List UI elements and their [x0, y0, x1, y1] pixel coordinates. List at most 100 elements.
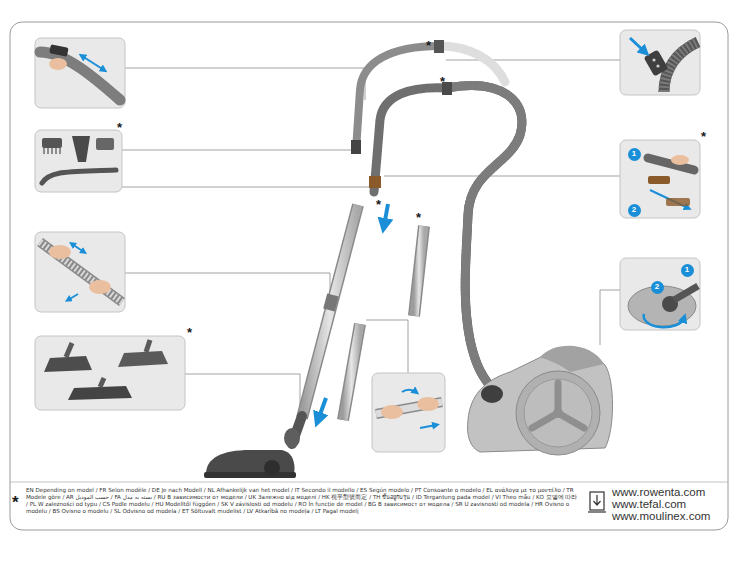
accessories-panel-part [72, 136, 90, 162]
model-note: EN Depending on model / FR Selon modèle … [26, 487, 581, 515]
handle-fit-panel-part [648, 176, 670, 184]
leader-lines-part [122, 187, 370, 188]
callout-circle: 2 [628, 204, 641, 217]
handle-panel [35, 38, 125, 108]
floor-heads-panel-part [35, 336, 185, 410]
floor-head-part [204, 472, 296, 478]
frame-part [10, 22, 728, 530]
tube-join-panel-part [372, 373, 445, 452]
handle-fit-panel [620, 140, 700, 218]
accessories-panel-part [44, 148, 60, 154]
hose-assembly-part [440, 46, 505, 82]
callout-number: 2 [632, 206, 636, 214]
model-asterisk: * [12, 494, 19, 511]
tubes-part [414, 226, 424, 316]
floor-heads-panel [35, 336, 185, 410]
hose-connect-panel-part [630, 38, 645, 52]
tubes-part [343, 324, 360, 420]
leader-lines-part [600, 290, 620, 345]
callout-number: 2 [655, 283, 659, 291]
hose-connect-panel-part [656, 64, 659, 67]
leader-lines-part [125, 68, 365, 100]
tube-adjust-panel [35, 232, 125, 312]
floor-heads-panel-part [66, 343, 72, 357]
website-url: www.tefal.com [612, 499, 686, 511]
manual-icon-part [588, 511, 606, 512]
hose-connect-panel-part [652, 58, 655, 61]
hose-assembly-part [374, 88, 447, 192]
tube-adjust-panel-part [40, 242, 122, 302]
tube-join-panel [372, 373, 445, 452]
blue-arrows-part [318, 398, 326, 420]
handle-fit-panel-part [666, 198, 690, 206]
tube-join-panel-part [420, 425, 436, 428]
vacuum-body-part [532, 383, 584, 428]
hose-assembly-part [351, 140, 361, 154]
handle-panel-part [49, 58, 67, 70]
model-asterisk: * [426, 39, 431, 52]
hose-assembly-part [369, 176, 381, 188]
vacuum-body-part [553, 408, 563, 418]
model-asterisk: * [376, 198, 381, 211]
tube-adjust-panel-part [89, 280, 111, 294]
accessories-panel-part [35, 130, 122, 192]
leader-lines-part [125, 273, 330, 292]
blue-arrows-part [384, 204, 388, 226]
hose-insert-panel [620, 258, 700, 330]
tube-adjust-panel-part [68, 294, 78, 300]
model-asterisk: * [701, 130, 706, 143]
leader-lines-part [366, 320, 408, 373]
callout-circle: 1 [681, 264, 694, 277]
hose-assembly-part [447, 86, 522, 386]
floor-heads-panel-part [68, 386, 132, 400]
handle-panel-part [40, 52, 120, 100]
tube-adjust-panel-part [35, 232, 125, 312]
tube-adjust-panel-part [49, 245, 71, 259]
manual-icon [588, 492, 606, 512]
accessories-panel-part [96, 138, 114, 150]
leader-lines-part [122, 150, 356, 151]
tube-join-panel-part [402, 390, 416, 392]
floor-heads-panel-part [100, 378, 104, 387]
tube-adjust-panel-part [40, 242, 122, 302]
vacuum-body [468, 346, 613, 455]
manual-icon-part [590, 492, 604, 510]
floor-head [204, 416, 302, 478]
manual-icon-part [594, 495, 601, 505]
website-url: www.rowenta.com [612, 487, 705, 499]
floor-heads-panel-part [44, 356, 92, 372]
hose-insert-panel-part [674, 286, 698, 300]
callout-circle: 1 [628, 148, 641, 161]
accessories-panel [35, 130, 122, 192]
tubes-part [329, 295, 333, 310]
leader-lines [122, 60, 620, 410]
blue-arrows [318, 204, 388, 420]
hose-connect-panel-part [664, 42, 698, 92]
accessories-panel-part [42, 138, 62, 148]
hose-connect-panel [620, 30, 700, 95]
leader-lines-part [384, 176, 620, 177]
floor-heads-panel-part [118, 351, 168, 367]
frame [10, 22, 728, 530]
leader-lines-part [185, 374, 300, 410]
tubes-part [414, 226, 424, 316]
vacuum-body-part [481, 385, 503, 403]
callout-circle: 2 [651, 281, 664, 294]
tube-join-panel-part [417, 397, 439, 411]
handle-panel-part [49, 44, 68, 57]
hose-assembly-part [434, 40, 444, 53]
hose-assembly [351, 40, 522, 386]
website-url: www.moulinex.com [612, 511, 710, 523]
frame-part [10, 482, 728, 483]
floor-head-part [264, 460, 280, 476]
handle-fit-panel-part [671, 155, 689, 165]
floor-heads-panel-part [146, 340, 150, 352]
floor-head-part [284, 428, 300, 448]
hose-connect-panel-part [664, 42, 698, 92]
handle-panel-part [82, 56, 104, 70]
model-asterisk: * [187, 326, 192, 339]
model-asterisk: * [416, 211, 421, 224]
vacuum-body-part [516, 371, 600, 455]
